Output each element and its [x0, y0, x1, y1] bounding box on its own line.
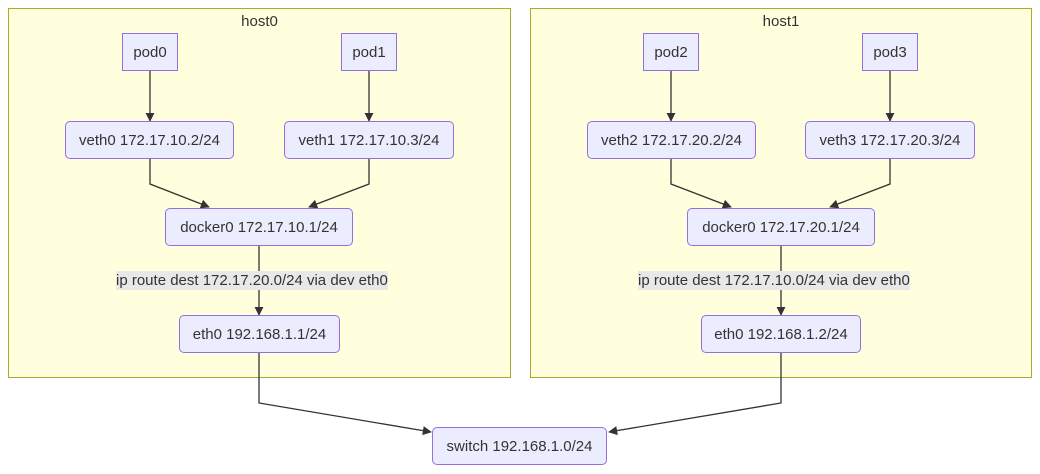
node-pod2[interactable]: pod2 [643, 33, 699, 71]
host1-title: host1 [762, 13, 800, 30]
node-veth2[interactable]: veth2 172.17.20.2/24 [587, 121, 756, 159]
edge-eth0-host1-switch [608, 353, 782, 436]
node-pod0[interactable]: pod0 [122, 33, 178, 71]
node-eth0-host1[interactable]: eth0 192.168.1.2/24 [701, 315, 861, 353]
node-switch[interactable]: switch 192.168.1.0/24 [432, 427, 607, 465]
host0-route-label: ip route dest 172.17.20.0/24 via dev eth… [116, 271, 388, 290]
node-pod1[interactable]: pod1 [341, 33, 397, 71]
node-veth1[interactable]: veth1 172.17.10.3/24 [284, 121, 454, 159]
node-pod3[interactable]: pod3 [862, 33, 918, 71]
host0-title: host0 [241, 13, 278, 30]
node-docker0-host1[interactable]: docker0 172.17.20.1/24 [687, 208, 875, 246]
edge-veth3-docker0 [829, 159, 891, 209]
node-veth3[interactable]: veth3 172.17.20.3/24 [805, 121, 975, 159]
edge-eth0-host0-switch [258, 353, 432, 436]
node-veth0[interactable]: veth0 172.17.10.2/24 [65, 121, 234, 159]
edge-veth1-docker0 [308, 159, 370, 209]
node-docker0-host0[interactable]: docker0 172.17.10.1/24 [165, 208, 353, 246]
edge-veth0-docker0 [149, 159, 210, 209]
node-eth0-host0[interactable]: eth0 192.168.1.1/24 [179, 315, 340, 353]
host1-route-label: ip route dest 172.17.10.0/24 via dev eth… [638, 271, 910, 290]
edge-veth2-docker0 [670, 159, 732, 209]
